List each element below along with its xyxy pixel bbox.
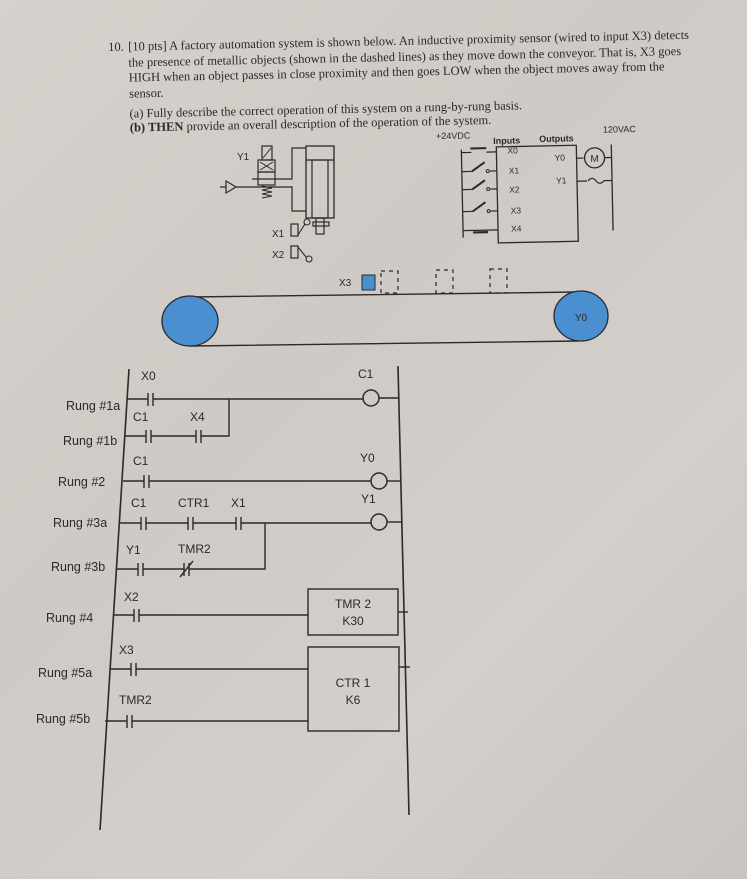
coil-y1 [370, 513, 388, 531]
rung-label: Rung #2 [58, 475, 105, 489]
svg-text:X4: X4 [511, 223, 522, 233]
contact-label: C1 [133, 410, 149, 424]
input-x0-pushbutton: X0 [461, 145, 518, 156]
rung-1a: Rung #1a X0 C1 [66, 367, 398, 413]
timer-name: TMR 2 [335, 597, 371, 611]
coil-label: C1 [358, 367, 374, 381]
coil-c1 [362, 389, 380, 407]
svg-text:X2: X2 [509, 184, 520, 194]
contact-label: TMR2 [119, 693, 152, 707]
metal-object-outline [380, 270, 399, 294]
coil-label: Y0 [360, 451, 375, 465]
output-y1-label: Y1 [556, 175, 567, 185]
cylinder-body [305, 145, 335, 235]
metal-object-outline [489, 268, 508, 294]
rung-label: Rung #1b [63, 434, 117, 448]
contact-label: C1 [131, 496, 147, 510]
contact-label: X4 [190, 410, 205, 424]
contact-label: C1 [133, 454, 149, 468]
rung-label: Rung #5a [38, 666, 92, 680]
solenoid-valve-icon [257, 145, 276, 199]
input-x4-pushbutton-nc: X4 [463, 223, 522, 234]
drive-pulley-label: Y0 [575, 313, 588, 324]
timer-block-tmr2 [307, 588, 399, 636]
svg-text:X1: X1 [272, 229, 285, 240]
rung-3a: Rung #3a C1 CTR1 X1 Y1 [53, 492, 402, 531]
contact-label: Y1 [126, 543, 141, 557]
contact-label: X3 [119, 643, 134, 657]
conveyor-diagram: X3 Y0 [161, 268, 609, 347]
counter-name: CTR 1 [336, 676, 371, 690]
svg-text:X2: X2 [272, 250, 285, 261]
rung-3b: Rung #3b Y1 TMR2 [51, 523, 266, 578]
metal-object-outline [435, 269, 454, 294]
counter-block-ctr1 [307, 646, 400, 732]
contact-label: TMR2 [178, 542, 211, 556]
rung-5b: Rung #5b TMR2 [36, 693, 308, 728]
limit-switch-x2-icon: X2 [272, 245, 313, 263]
solenoid-coil-icon [577, 177, 613, 184]
timer-preset: K30 [342, 614, 364, 628]
rung-label: Rung #4 [46, 611, 93, 625]
rung-5a: Rung #5a X3 CTR 1 K6 [38, 643, 410, 732]
svg-text:X3: X3 [511, 205, 522, 215]
contact-label: CTR1 [178, 496, 210, 510]
drive-pulley [553, 290, 609, 342]
outputs-header: Outputs [539, 133, 574, 144]
rung-4: Rung #4 X2 TMR 2 K30 [46, 588, 408, 636]
rung-label: Rung #1a [66, 399, 120, 413]
svg-text:M: M [590, 154, 599, 165]
proximity-sensor-icon [361, 274, 376, 291]
contact-label: X1 [231, 496, 246, 510]
input-x2-switch: X2 [462, 179, 520, 195]
contacts-c1-x4-branch [125, 399, 230, 443]
proximity-sensor-label: X3 [339, 278, 352, 289]
contact-no-x0 [127, 393, 363, 406]
ac-rail [610, 144, 614, 231]
contact-label: X2 [124, 590, 139, 604]
coil-label: Y1 [361, 492, 376, 506]
input-x1-switch: X1 [461, 161, 520, 176]
output-y0-label: Y0 [554, 152, 565, 162]
input-x3-switch: X3 [462, 201, 521, 216]
supply-120vac-label: 120VAC [603, 124, 637, 135]
right-power-rail [397, 365, 410, 816]
contact-no-x3 [110, 663, 308, 676]
contacts-y1-tmr2-nc-branch [117, 523, 266, 578]
motor-icon: M [583, 147, 606, 169]
counter-preset: K6 [346, 693, 361, 707]
rung-2: Rung #2 C1 Y0 [58, 451, 400, 490]
ladder-diagram: Rung #1a X0 C1 Rung #1b C1 X4 Rung #2 C1… [36, 365, 410, 831]
rung-label: Rung #3b [51, 560, 105, 574]
svg-text:X1: X1 [509, 165, 520, 175]
contact-no-tmr2 [105, 715, 308, 728]
supply-24vdc-label: +24VDC [436, 130, 471, 141]
contact-no-x2 [113, 609, 308, 622]
limit-switch-x1-icon: X1 [272, 218, 311, 240]
left-power-rail [99, 368, 130, 831]
air-supply-icon [220, 179, 258, 195]
pneumatic-cylinder-diagram: Y1 X1 X2 [220, 145, 335, 263]
idler-pulley [161, 295, 219, 347]
plc-wiring-diagram: +24VDC 120VAC Inputs Outputs X0 X1 X2 [436, 124, 637, 244]
conveyor-belt [189, 291, 579, 347]
rung-label: Rung #5b [36, 712, 90, 726]
rung-1b: Rung #1b C1 X4 [63, 399, 230, 448]
contact-label: X0 [141, 369, 156, 383]
contact-no-c1 [123, 475, 371, 488]
rung-label: Rung #3a [53, 516, 107, 530]
inputs-header: Inputs [493, 135, 520, 146]
contacts-c1-ctr1-x1 [120, 517, 371, 530]
svg-text:X0: X0 [507, 145, 518, 155]
valve-solenoid-label: Y1 [237, 152, 250, 163]
plc-module-box [495, 144, 579, 244]
dc-rail [460, 149, 464, 238]
coil-y0 [370, 472, 388, 490]
